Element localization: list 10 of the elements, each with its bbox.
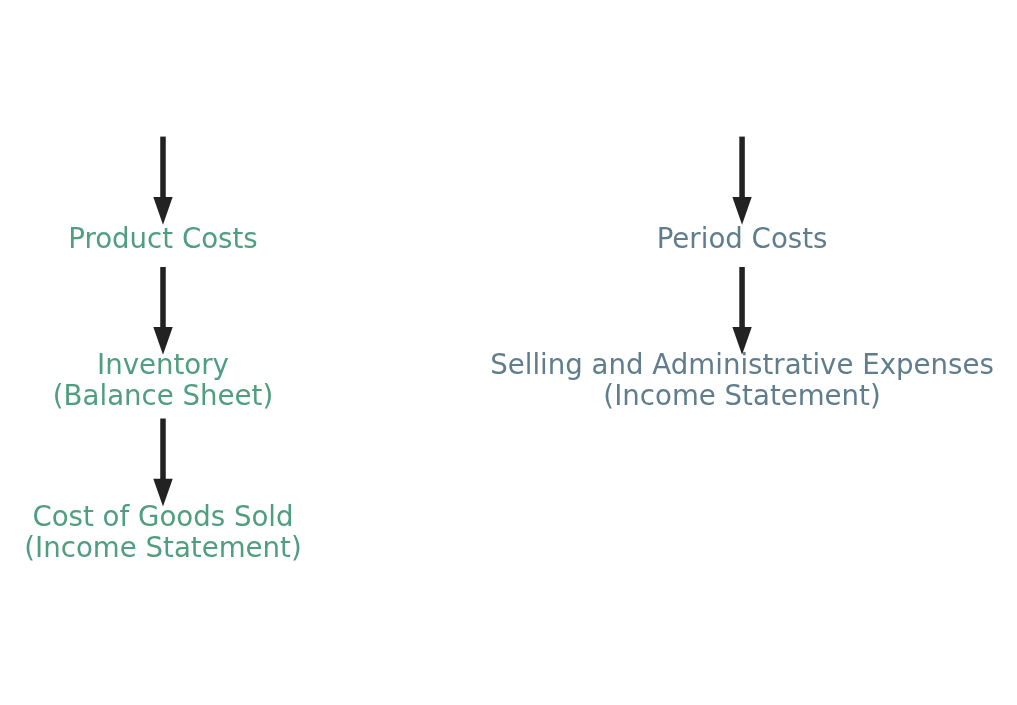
node-text: Inventory (Balance Sheet) — [52, 347, 274, 412]
arrow — [153, 136, 173, 225]
arrow — [153, 266, 173, 355]
node-text: Cost of Goods Sold (Income Statement) — [24, 499, 302, 564]
arrow — [732, 136, 752, 225]
arrow — [732, 266, 752, 355]
arrow — [153, 418, 173, 507]
node-text: Selling and Administrative Expenses (Income Statement) — [490, 347, 994, 412]
node-text: Period Costs — [656, 221, 828, 255]
node-text: Product Costs — [68, 221, 258, 255]
